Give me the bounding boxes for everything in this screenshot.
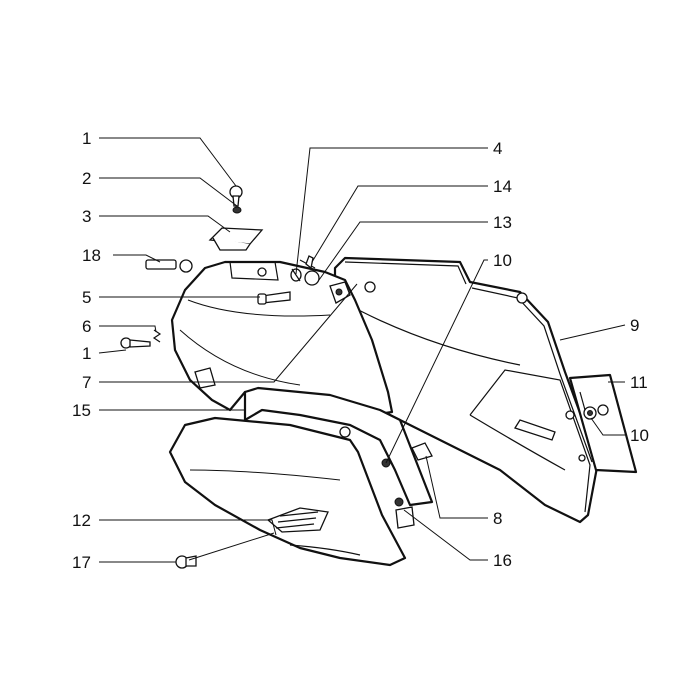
label-part-2: 2	[82, 169, 91, 188]
label-part-8: 8	[493, 509, 502, 528]
label-part-14: 14	[493, 177, 512, 196]
label-part-15: 15	[72, 401, 91, 420]
label-part-11: 11	[630, 373, 648, 392]
label-part-10-top: 10	[493, 251, 512, 270]
screw-part-17	[175, 555, 197, 569]
lower-cover-part-12	[168, 416, 407, 567]
inner-trim-part-15	[243, 386, 434, 507]
label-part-12: 12	[72, 511, 91, 530]
washer-part-2	[232, 206, 242, 214]
label-part-10-right: 10	[630, 426, 649, 445]
bolt-part-18	[145, 259, 193, 273]
spring-part-6	[152, 329, 162, 343]
screw-part-1-top	[229, 185, 243, 207]
bolt-part-16	[394, 497, 415, 529]
label-part-16: 16	[493, 551, 512, 570]
label-part-7: 7	[82, 373, 91, 392]
label-part-1-top: 1	[82, 129, 91, 148]
label-part-5: 5	[82, 288, 91, 307]
leader-lines	[98, 137, 626, 563]
clip-part-14	[305, 255, 314, 270]
label-part-18: 18	[82, 246, 101, 265]
label-part-13: 13	[493, 213, 512, 232]
label-part-3: 3	[82, 207, 91, 226]
label-part-4: 4	[493, 139, 502, 158]
plate-part-11	[568, 373, 638, 474]
screw-part-5	[257, 291, 291, 305]
label-part-17: 17	[72, 553, 91, 572]
label-part-6: 6	[82, 317, 91, 336]
pin-part-4	[290, 268, 302, 282]
clip-part-8	[411, 442, 433, 461]
bracket-part-3	[208, 227, 264, 251]
label-part-9: 9	[630, 316, 639, 335]
part-labels: 1 2 3 18 5 6 1 7 15 12 17 4 14 13 10 9 1…	[72, 129, 649, 572]
screw-part-1-left	[120, 337, 151, 349]
nut-part-10-right	[583, 406, 597, 420]
label-part-1-left: 1	[82, 344, 91, 363]
